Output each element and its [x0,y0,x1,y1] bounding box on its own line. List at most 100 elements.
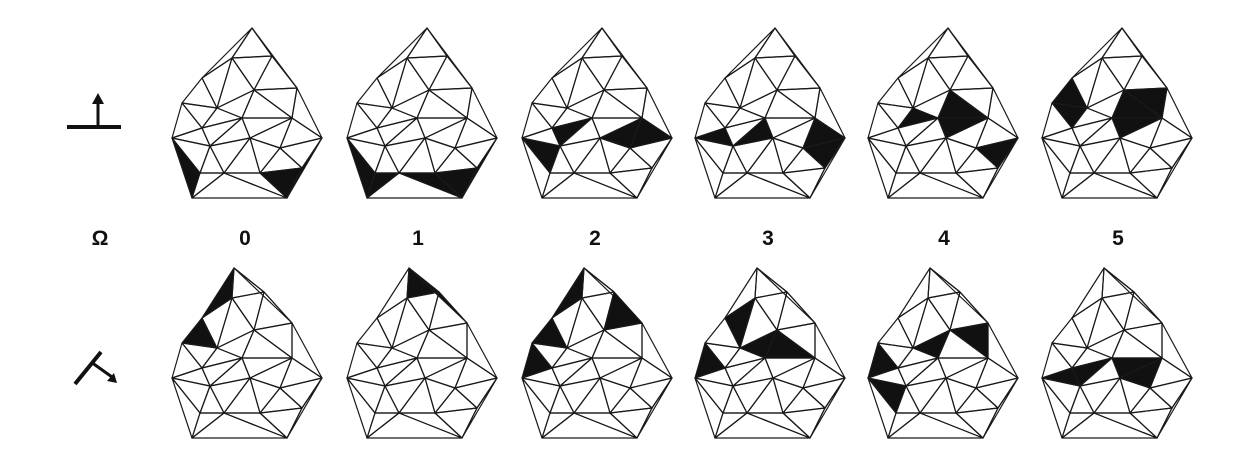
mesh-panel [694,27,846,199]
mesh-triangle [982,377,1019,439]
mesh-triangle [776,87,821,119]
mesh-triangle [591,89,643,119]
swept-triangle [551,267,585,319]
mesh-triangle [897,27,949,79]
mesh-panel [346,267,498,439]
mesh-triangle [1123,322,1163,359]
mesh-triangle [949,55,994,91]
mesh-triangle [724,357,766,387]
mesh-triangle [551,357,593,387]
mesh-triangle [346,377,376,439]
mesh-triangle [776,55,821,91]
mesh-triangle [209,377,251,414]
mesh-triangle [428,322,468,359]
mesh-triangle [201,117,243,147]
mesh-triangle [809,377,846,439]
mesh-triangle [346,127,386,147]
mesh-triangle [1079,137,1121,174]
mesh-triangle [466,87,498,139]
mesh-panel [867,27,1019,199]
mesh-panel [1041,27,1193,199]
mesh-panel [1041,267,1193,439]
mesh-triangle [291,87,323,139]
mesh-triangle [566,57,605,109]
mesh-triangle [714,412,811,439]
mesh-triangle [201,357,243,387]
sweep-level-label: 0 [239,227,251,250]
mesh-triangle [391,297,430,349]
swept-triangle [1071,357,1113,387]
mesh-triangle [1101,55,1143,91]
mesh-triangle [897,297,929,349]
mesh-triangle [1156,137,1193,199]
mesh-triangle [521,377,551,439]
mesh-triangle [945,137,977,174]
mesh-triangle [424,137,456,174]
mesh-triangle [814,322,846,379]
sweep-level-label: 1 [412,227,424,250]
mesh-triangle [209,137,251,174]
mesh-triangle [171,377,201,439]
mesh-triangle [384,137,426,174]
mesh-triangle [541,172,638,199]
mesh-triangle [887,172,984,199]
mesh-triangle [541,412,638,439]
mesh-triangle [1069,385,1095,414]
mesh-triangle [982,137,1019,199]
mesh-triangle [376,27,428,79]
mesh-triangle [987,87,1019,139]
mesh-triangle [291,322,323,379]
mesh-triangle [559,377,601,414]
mesh-triangle [171,127,211,147]
mesh-triangle [636,377,673,439]
mesh-triangle [887,412,984,439]
mesh-triangle [739,57,778,109]
mesh-triangle [1156,377,1193,439]
mesh-triangle [897,267,931,319]
mesh-triangle [603,55,648,91]
mesh-triangle [249,137,281,174]
mesh-triangle [1071,267,1105,319]
mesh-triangle [603,87,648,119]
mesh-triangle [241,89,293,119]
mesh-triangle [249,377,281,414]
mesh-triangle [376,357,418,387]
mesh-triangle [406,55,448,91]
mesh-triangle [241,329,293,359]
mesh-triangle [424,377,456,414]
mesh-panel [521,27,673,199]
swept-triangle [949,322,989,359]
mesh-panel [867,267,1019,439]
mesh-triangle [905,377,947,414]
mesh-triangle [927,55,969,91]
mesh-triangle [428,87,473,119]
mesh-triangle [1161,87,1193,139]
swept-triangle [461,137,498,199]
mesh-triangle [722,385,748,414]
mesh-triangle [201,107,243,129]
mesh-triangle [1041,137,1071,199]
mesh-triangle [253,55,298,91]
mesh-triangle [428,55,473,91]
mesh-triangle [714,172,811,199]
mesh-triangle [1086,57,1125,109]
mesh-triangle [897,57,929,109]
mesh-triangle [694,137,724,199]
mesh-triangle [466,322,498,379]
swept-triangle [286,137,323,199]
mesh-triangle [416,329,468,359]
sweep-level-label: 5 [1112,227,1124,250]
mesh-triangle [551,57,583,109]
arrow-down-right-icon [73,350,117,386]
mesh-triangle [1119,137,1151,174]
mesh-triangle [591,329,643,359]
mesh-triangle [724,57,756,109]
mesh-triangle [1041,377,1071,439]
swept-triangle [937,89,989,119]
mesh-triangle [897,357,939,387]
mesh-triangle [754,27,796,59]
mesh-triangle [551,347,593,369]
mesh-triangle [1061,412,1158,439]
